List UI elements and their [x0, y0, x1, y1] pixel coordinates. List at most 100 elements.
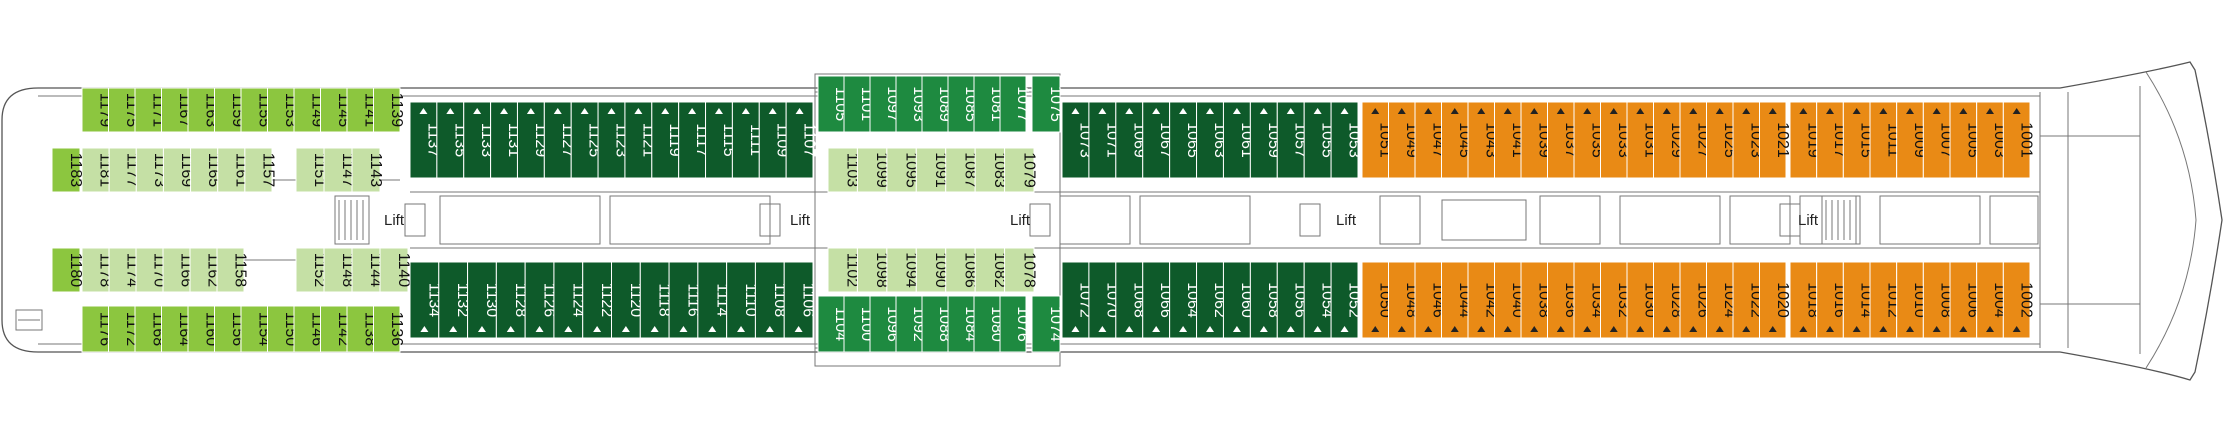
- cabin-1128[interactable]: 1128: [495, 261, 529, 339]
- cabin-1106[interactable]: 1106: [783, 261, 817, 339]
- cabin-1069[interactable]: 1069: [1115, 101, 1147, 179]
- cabin-1123[interactable]: 1123: [597, 101, 630, 179]
- sun-triangle-icon: [1742, 108, 1751, 114]
- cabin-1162[interactable]: 1162: [189, 247, 222, 293]
- cabin-1027[interactable]: 1027: [1679, 101, 1711, 179]
- cabin-1028[interactable]: 1028: [1653, 261, 1685, 339]
- cabin-1061[interactable]: 1061: [1222, 101, 1255, 179]
- cabin-1094[interactable]: 1094: [886, 247, 920, 293]
- cabin-1076[interactable]: 1076: [999, 295, 1031, 353]
- cabin-1134[interactable]: 1134: [409, 261, 442, 339]
- sun-triangle-icon: [564, 326, 573, 332]
- cabin-1152[interactable]: 1152: [295, 247, 328, 293]
- cabin-1140[interactable]: 1140: [379, 247, 412, 293]
- cabin-1021[interactable]: 1021: [1759, 101, 1791, 179]
- cabin-1025[interactable]: 1025: [1706, 101, 1738, 179]
- cabin-1153[interactable]: 1153: [267, 87, 299, 133]
- cabin-1067[interactable]: 1067: [1142, 101, 1174, 179]
- cabin-1103[interactable]: 1103: [827, 147, 861, 193]
- cabin-1008[interactable]: 1008: [1922, 261, 1955, 339]
- cabin-1011[interactable]: 1011: [1869, 101, 1901, 179]
- cabin-1132[interactable]: 1132: [438, 261, 471, 339]
- cabin-1062[interactable]: 1062: [1196, 261, 1228, 339]
- cabin-1110[interactable]: 1110: [726, 261, 759, 339]
- cabin-1034[interactable]: 1034: [1573, 261, 1605, 339]
- cabin-1002[interactable]: 1002: [2002, 261, 2035, 339]
- cabin-1151[interactable]: 1151: [295, 147, 328, 193]
- cabin-1075[interactable]: 1075: [1031, 75, 1064, 133]
- cabin-1107[interactable]: 1107: [785, 101, 818, 179]
- cabin-number: 1124: [569, 283, 586, 318]
- cabin-1143[interactable]: 1143: [351, 147, 384, 193]
- cabin-1148[interactable]: 1148: [323, 247, 356, 293]
- cabin-1079[interactable]: 1079: [1004, 147, 1038, 193]
- cabin-1082[interactable]: 1082: [974, 247, 1008, 293]
- cabin-1049[interactable]: 1049: [1388, 101, 1420, 179]
- cabin-1168[interactable]: 1168: [134, 305, 166, 353]
- sun-triangle-icon: [449, 326, 458, 332]
- cabin-1087[interactable]: 1087: [945, 147, 979, 193]
- cabin-1052[interactable]: 1052: [1330, 261, 1363, 339]
- cabin-1124[interactable]: 1124: [553, 261, 586, 339]
- cabin-1059[interactable]: 1059: [1249, 101, 1282, 179]
- sun-triangle-icon: [650, 326, 659, 332]
- cabin-1081[interactable]: 1081: [973, 75, 1005, 133]
- cabin-1117[interactable]: 1117: [678, 101, 710, 179]
- cabin-1090[interactable]: 1090: [915, 247, 949, 293]
- cabin-1125[interactable]: 1125: [570, 101, 603, 179]
- sun-triangle-icon: [1689, 108, 1698, 114]
- cabin-1102[interactable]: 1102: [827, 247, 861, 293]
- cabin-1149[interactable]: 1149: [293, 87, 325, 133]
- cabin-1147[interactable]: 1147: [323, 147, 356, 193]
- sun-triangle-icon: [1826, 326, 1834, 332]
- cabin-1095[interactable]: 1095: [886, 147, 920, 193]
- cabin-1133[interactable]: 1133: [463, 101, 495, 179]
- cabin-1083[interactable]: 1083: [974, 147, 1008, 193]
- cabin-1131[interactable]: 1131: [490, 101, 522, 179]
- cabin-1130[interactable]: 1130: [467, 261, 500, 339]
- cabin-1039[interactable]: 1039: [1520, 101, 1552, 179]
- cabin-1116[interactable]: 1116: [668, 261, 701, 339]
- cabin-1060[interactable]: 1060: [1222, 261, 1255, 339]
- cabin-1120[interactable]: 1120: [611, 261, 644, 339]
- cabin-1068[interactable]: 1068: [1115, 261, 1147, 339]
- cabin-1108[interactable]: 1108: [754, 261, 788, 339]
- cabin-1053[interactable]: 1053: [1330, 101, 1363, 179]
- cabin-1047[interactable]: 1047: [1414, 101, 1446, 179]
- cabin-1001[interactable]: 1001: [2002, 101, 2035, 179]
- cabin-1036[interactable]: 1036: [1547, 261, 1579, 339]
- sun-triangle-icon: [1503, 108, 1512, 114]
- cabin-1118[interactable]: 1118: [639, 261, 673, 339]
- cabin-1020[interactable]: 1020: [1759, 261, 1791, 339]
- cabin-1088[interactable]: 1088: [921, 295, 953, 353]
- cabin-1142[interactable]: 1142: [320, 305, 352, 353]
- cabin-1157[interactable]: 1157: [244, 147, 277, 193]
- cabin-1091[interactable]: 1091: [915, 147, 949, 193]
- cabin-1065[interactable]: 1065: [1169, 101, 1201, 179]
- cabin-1139[interactable]: 1139: [373, 87, 405, 133]
- cabin-1164[interactable]: 1164: [161, 305, 193, 353]
- cabin-1126[interactable]: 1126: [524, 261, 558, 339]
- cabin-1012[interactable]: 1012: [1869, 261, 1901, 339]
- cabin-1136[interactable]: 1136: [373, 305, 405, 353]
- cabin-1057[interactable]: 1057: [1276, 101, 1309, 179]
- cabin-1078[interactable]: 1078: [1004, 247, 1038, 293]
- cabin-1144[interactable]: 1144: [351, 247, 384, 293]
- cabin-1180[interactable]: 1180: [51, 247, 84, 293]
- cabin-1035[interactable]: 1035: [1573, 101, 1605, 179]
- cabin-1055[interactable]: 1055: [1303, 101, 1336, 179]
- sun-triangle-icon: [1609, 108, 1618, 114]
- cabin-1086[interactable]: 1086: [945, 247, 979, 293]
- cabin-1098[interactable]: 1098: [856, 247, 890, 293]
- cabin-1074[interactable]: 1074: [1031, 295, 1064, 353]
- cabin-1099[interactable]: 1099: [856, 147, 890, 193]
- cabin-1183[interactable]: 1183: [51, 147, 84, 193]
- cabin-1158[interactable]: 1158: [216, 247, 249, 293]
- cabin-1114[interactable]: 1114: [697, 261, 730, 339]
- cabin-1042[interactable]: 1042: [1467, 261, 1499, 339]
- cabin-1016[interactable]: 1016: [1816, 261, 1848, 339]
- cabin-1077[interactable]: 1077: [999, 75, 1031, 133]
- cabin-1009[interactable]: 1009: [1896, 101, 1928, 179]
- cabin-1135[interactable]: 1135: [436, 101, 468, 179]
- cabin-1122[interactable]: 1122: [582, 261, 615, 339]
